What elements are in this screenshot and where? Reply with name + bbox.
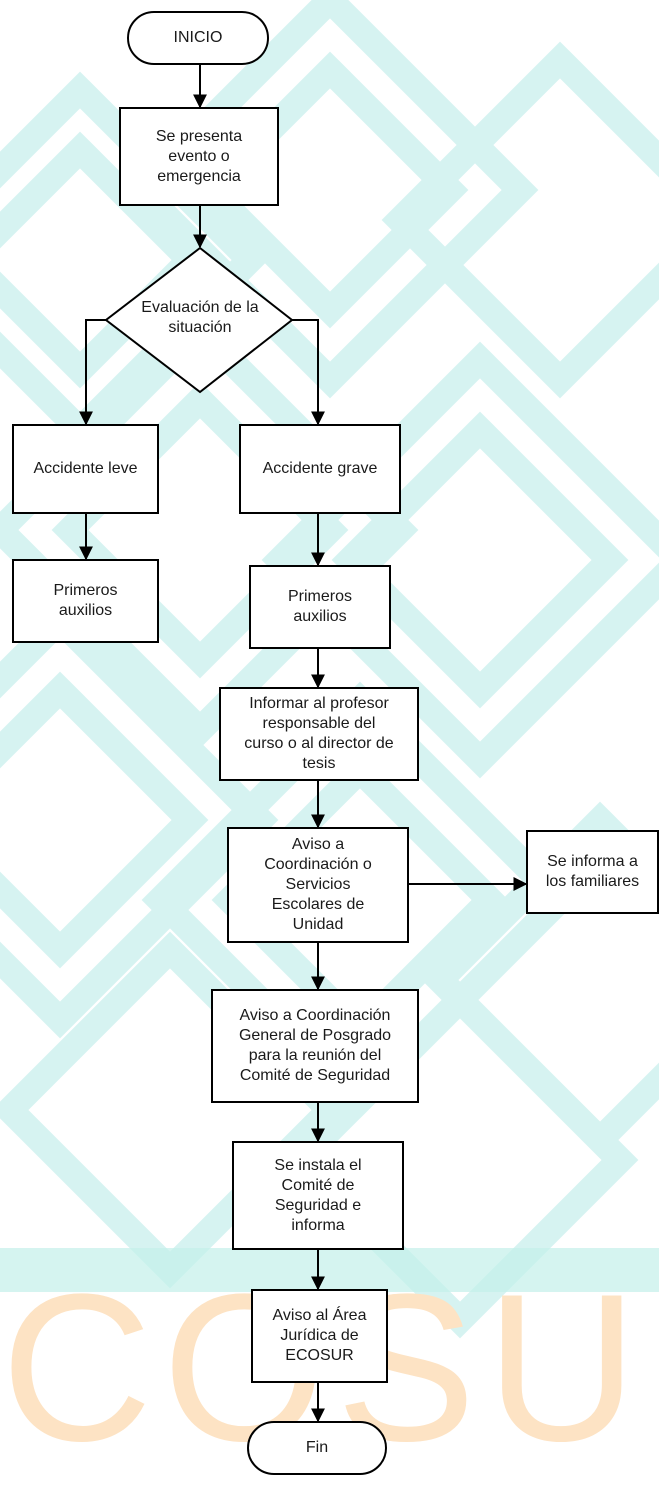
first-aid-left-box-shape: [12, 559, 159, 643]
first-aid-left-step: Primeros auxilios: [53, 582, 118, 619]
arrow-decision-to-minor: [79, 319, 106, 426]
major-accident-step: Accidente grave: [262, 460, 378, 477]
start-terminal: INICIO: [173, 29, 223, 46]
event-box-shape: [119, 107, 279, 206]
notice-coordination-step: Aviso a Coordinación o Servicios Escolar…: [264, 836, 372, 933]
notice-coordination-box-shape: [227, 827, 409, 943]
decision-evaluation: Evaluación de la situación: [141, 299, 259, 336]
family-step: Se informa a los familiares: [545, 853, 640, 890]
first-aid-right-box-shape: [249, 565, 391, 649]
arrow-decision-to-major: [292, 319, 325, 426]
event-step: Se presenta evento o emergencia: [155, 127, 243, 185]
minor-accident-step: Accidente leve: [33, 460, 138, 477]
legal-step: Aviso al Área Jurídica de ECOSUR: [272, 1307, 367, 1364]
notice-general-box-shape: [211, 989, 419, 1103]
notice-general-step: Aviso a Coordinación General de Posgrado…: [238, 1007, 392, 1084]
first-aid-right-step: Primeros auxilios: [287, 588, 352, 625]
start-terminal-shape: [127, 11, 269, 65]
inform-professor-step: Informar al profesor responsable del cur…: [244, 695, 394, 772]
inform-professor-box-shape: [219, 687, 419, 781]
end-terminal: Fin: [305, 1439, 329, 1456]
decision-diamond-shape: [104, 246, 294, 394]
committee-step: Se instala el Comité de Seguridad e info…: [274, 1156, 362, 1234]
family-box-shape: [526, 830, 659, 914]
